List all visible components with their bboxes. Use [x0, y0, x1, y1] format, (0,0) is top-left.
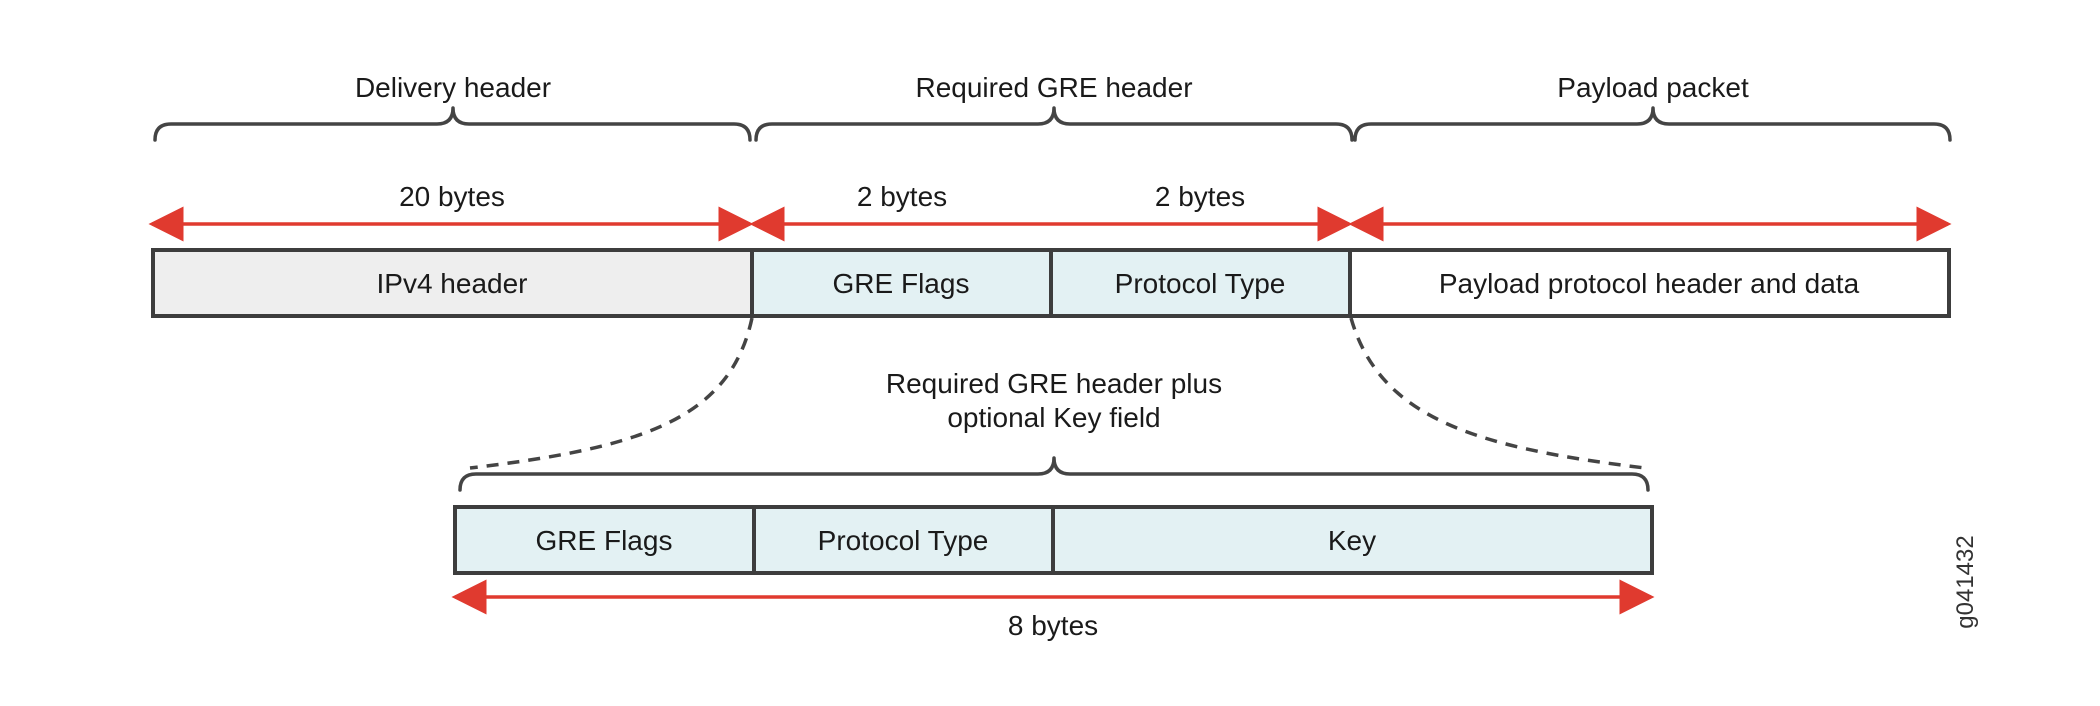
protocol-type-size-label: 2 bytes — [1155, 181, 1245, 212]
protocol-type-text: Protocol Type — [1115, 268, 1286, 299]
optional-key-label-line1: Required GRE header plus — [886, 368, 1222, 399]
bottom-protocol-type-box — [752, 505, 1055, 575]
bottom-protocol-type-text: Protocol Type — [818, 525, 989, 556]
ipv4-header-box — [151, 248, 754, 318]
payload-text: Payload protocol header and data — [1439, 268, 1860, 299]
payload-box — [1348, 248, 1951, 318]
key-box — [1051, 505, 1654, 575]
gre-flags-size-label: 2 bytes — [857, 181, 947, 212]
figure-id: g041432 — [1952, 535, 1979, 628]
key-text: Key — [1328, 525, 1376, 556]
payload-packet-label: Payload packet — [1557, 72, 1749, 103]
gre-flags-box — [750, 248, 1053, 318]
delivery-header-label: Delivery header — [355, 72, 551, 103]
expansion-curve-left — [469, 317, 754, 470]
delivery-header-brace — [153, 106, 752, 142]
protocol-type-box — [1049, 248, 1352, 318]
required-gre-header-brace — [754, 106, 1354, 142]
ipv4-header-text: IPv4 header — [377, 268, 528, 299]
optional-key-brace — [458, 456, 1650, 492]
required-gre-header-label: Required GRE header — [915, 72, 1192, 103]
bottom-gre-flags-box — [453, 505, 756, 575]
optional-size-label: 8 bytes — [1008, 610, 1098, 641]
expansion-curve-right — [1349, 317, 1646, 470]
gre-flags-text: GRE Flags — [833, 268, 970, 299]
optional-key-label-line2: optional Key field — [947, 402, 1160, 433]
payload-packet-brace — [1353, 106, 1952, 142]
bottom-gre-flags-text: GRE Flags — [536, 525, 673, 556]
ipv4-size-label: 20 bytes — [399, 181, 505, 212]
